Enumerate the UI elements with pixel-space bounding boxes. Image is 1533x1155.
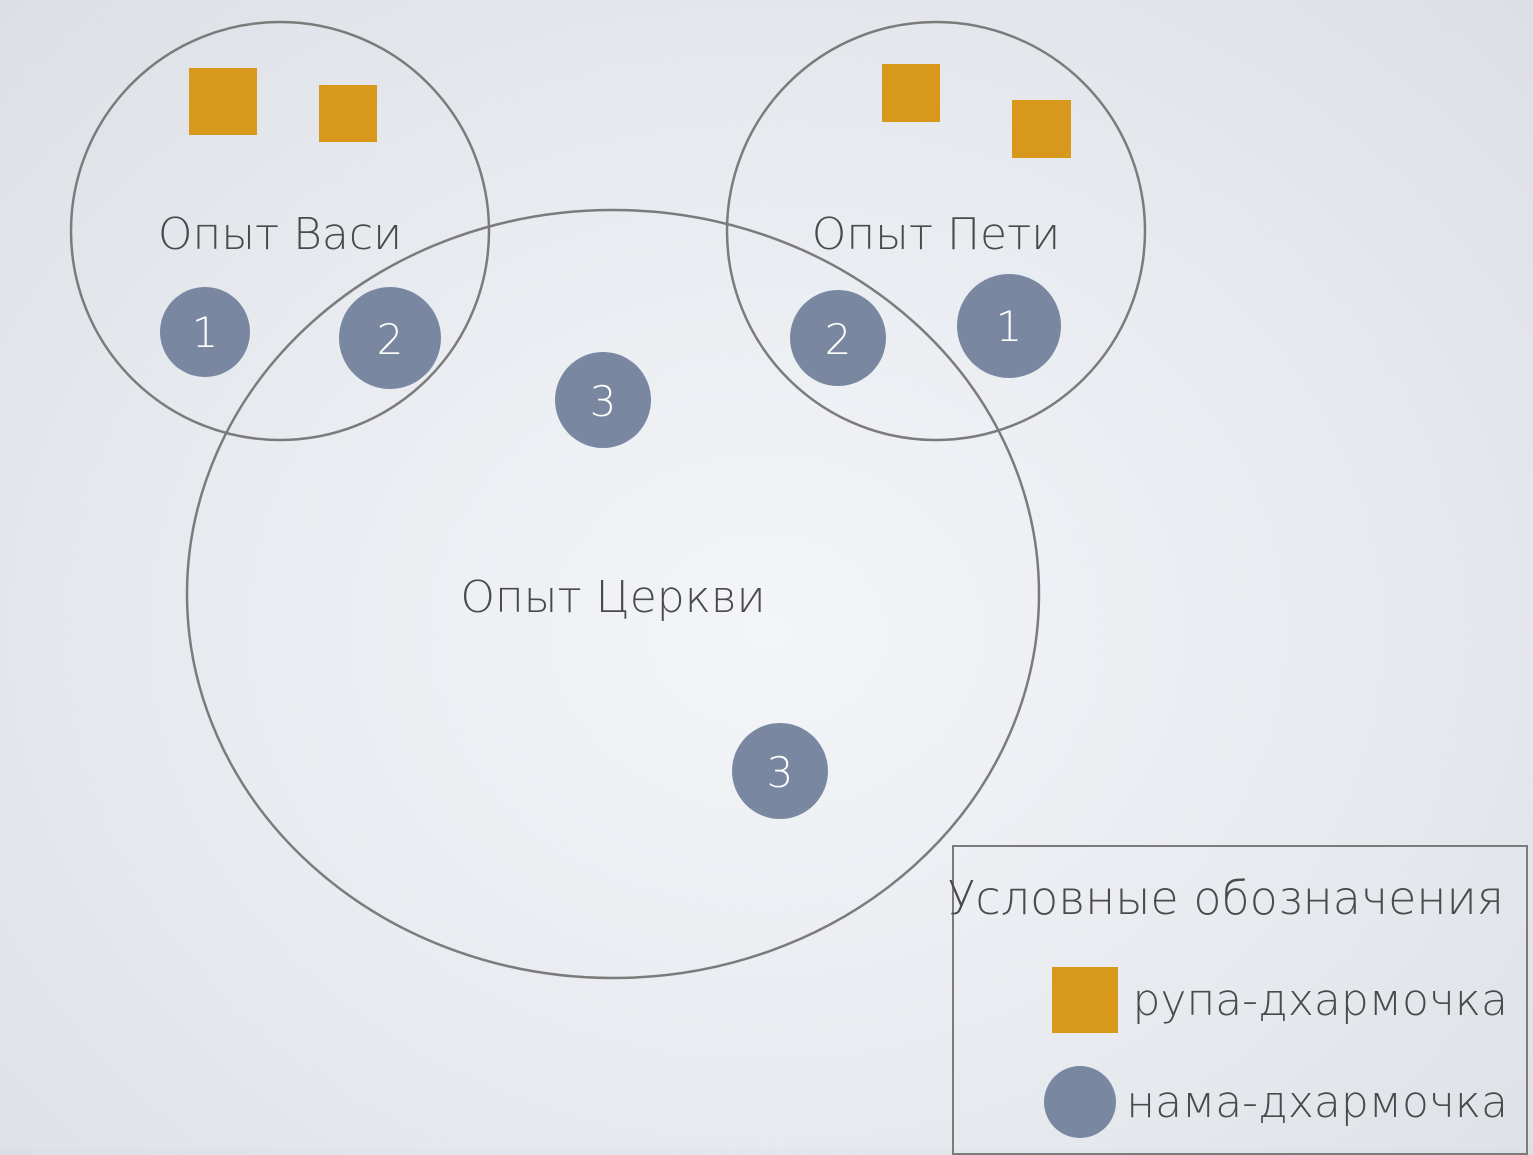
legend-title: Условные обозначения bbox=[947, 871, 1504, 925]
nama-circle bbox=[339, 287, 441, 389]
legend-row-rupa: рупа-дхармочка bbox=[1052, 965, 1508, 1035]
nama-circle bbox=[790, 290, 886, 386]
rupa-square bbox=[1012, 100, 1071, 158]
legend-square-swatch bbox=[1052, 967, 1119, 1033]
nama-circle-label: 3 bbox=[767, 748, 794, 797]
nama-circle-label: 3 bbox=[590, 377, 617, 426]
nama-circle bbox=[957, 274, 1061, 378]
nama-circle bbox=[160, 287, 250, 377]
set-church-outline bbox=[185, 208, 1041, 980]
legend-rupa-label: рупа-дхармочка bbox=[1132, 974, 1508, 1026]
rupa-square bbox=[882, 64, 940, 122]
legend-circle-swatch bbox=[1044, 1066, 1117, 1138]
set-vasya-outline bbox=[69, 20, 491, 442]
nama-circle-label: 1 bbox=[996, 302, 1023, 351]
nama-circle-label: 2 bbox=[825, 315, 852, 364]
nama-circle-label: 2 bbox=[377, 315, 404, 364]
nama-circle-label: 1 bbox=[192, 308, 219, 357]
rupa-square bbox=[189, 68, 257, 135]
rupa-square bbox=[319, 85, 377, 142]
legend-box: Условные обозначения рупа-дхармочка нама… bbox=[947, 845, 1528, 1155]
nama-circle bbox=[555, 352, 651, 448]
set-petya-label: Опыт Пети bbox=[812, 209, 1061, 260]
set-church-label: Опыт Церкви bbox=[460, 572, 765, 623]
legend-nama-label: нама-дхармочка bbox=[1126, 1076, 1508, 1128]
nama-circle bbox=[732, 723, 828, 819]
legend-row-nama: нама-дхармочка bbox=[1044, 1066, 1508, 1138]
set-vasya-label: Опыт Васи bbox=[158, 209, 402, 260]
set-petya-outline bbox=[725, 20, 1147, 442]
